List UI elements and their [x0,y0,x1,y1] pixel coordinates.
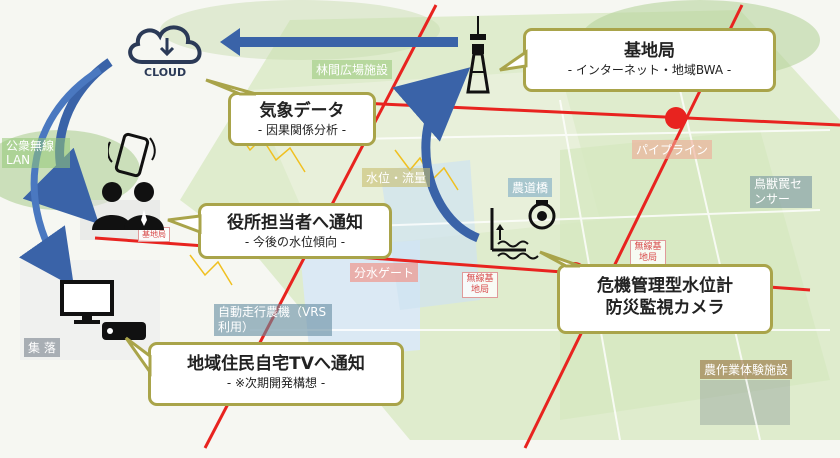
base-station-subtitle: - インターネット・地域BWA - [567,63,732,77]
label-hall: 林間広場施設 [312,60,393,79]
base-station-title: 基地局 [624,41,675,61]
water-gauge-icon [490,208,539,260]
callout-residents: 地域住民自宅TVへ通知 - ※次期開発構想 - [148,342,404,406]
tv-icon [60,280,114,324]
tower-icon [466,16,490,94]
settop-box-icon [102,322,146,340]
cloud-icon [128,25,202,64]
officials-title: 役所担当者へ通知 [227,213,363,233]
cloud-label: CLOUD [144,66,187,79]
arrow-gauge-to-base [392,67,480,243]
label-lan: 公衆無線LAN [2,138,70,168]
label-base-a: 無線基地局 [630,240,666,266]
weather-title: 気象データ [259,101,345,121]
officials-icon [92,182,164,230]
residents-title: 地域住民自宅TVへ通知 [187,354,365,374]
label-farm-bridge: 農道橋 [508,178,553,197]
label-tractor: 自動走行農機（VRS利用） [214,304,332,336]
label-farm-facility: 農作業体験施設 [700,360,793,379]
smartphone-icon [108,132,156,178]
arrow-cloud-to-tv [18,67,102,288]
callout-water-level: 危機管理型水位計 防災監視カメラ [557,264,773,334]
weather-subtitle: - 因果関係分析 - [257,123,347,137]
label-pipeline: パイプライン [632,140,713,159]
callout-base-station: 基地局 - インターネット・地域BWA - [523,28,776,92]
label-sensor: 鳥獣罠センサー [750,176,812,208]
callout-officials: 役所担当者へ通知 - 今後の水位傾向 - [198,203,392,259]
label-water-flow: 水位・流量 [362,168,431,187]
label-village: 集 落 [24,338,60,357]
officials-subtitle: - 今後の水位傾向 - [244,235,346,249]
water-level-line1: 危機管理型水位計 [597,276,733,296]
residents-subtitle: - ※次期開発構想 - [226,376,326,390]
callout-weather: 気象データ - 因果関係分析 - [228,92,376,146]
label-base-b: 無線基地局 [462,272,498,298]
camera-icon [528,200,556,230]
label-gate: 分水ゲート [350,263,419,282]
water-level-line2: 防災監視カメラ [605,298,725,318]
